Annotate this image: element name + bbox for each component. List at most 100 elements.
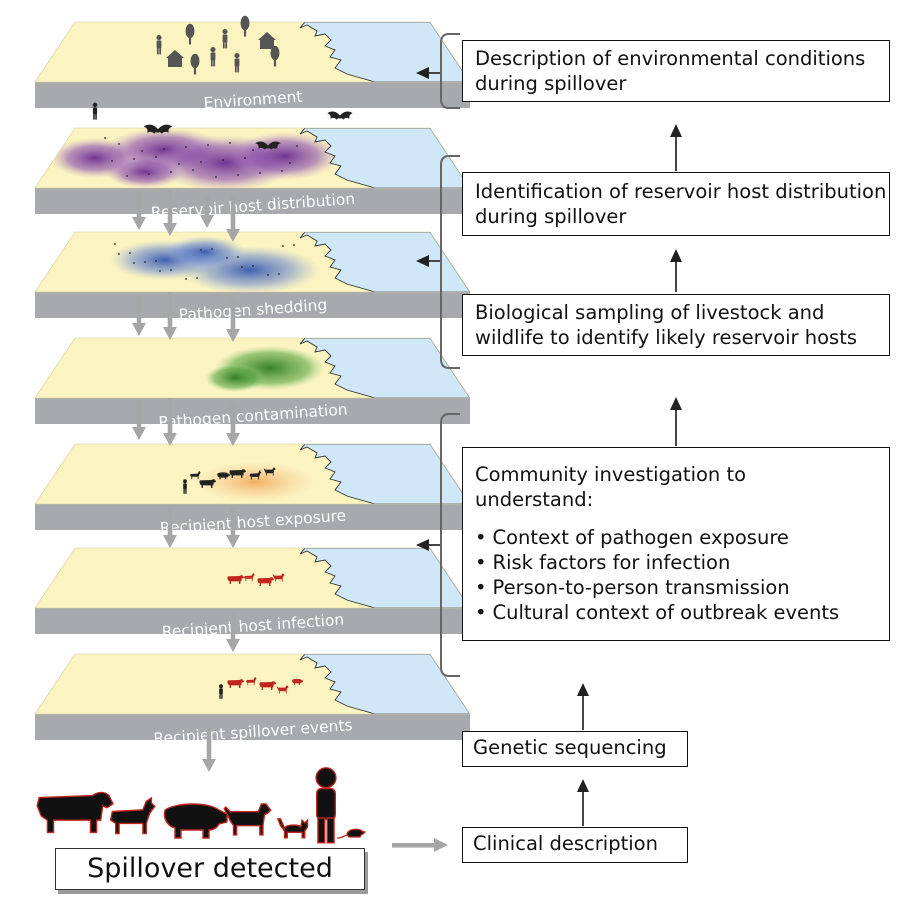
- down-arrow: [132, 400, 146, 440]
- sample-dot: [148, 173, 150, 175]
- cat-icon: [277, 818, 309, 839]
- sample-dot: [118, 253, 120, 255]
- slab-side: [35, 714, 470, 740]
- sample-dot: [226, 257, 228, 259]
- spillover-detected-label: Spillover detected: [87, 853, 333, 884]
- sample-dot: [229, 142, 231, 144]
- environment-description-text: Description of environmental conditions …: [475, 47, 866, 95]
- detected-animals: [36, 766, 366, 845]
- community-item: Risk factors for infection: [475, 550, 889, 575]
- density-blob: [195, 462, 315, 502]
- community-investigation-box: Community investigation to understand: C…: [462, 447, 890, 641]
- down-arrow: [163, 292, 177, 340]
- sample-dot: [104, 137, 106, 139]
- sample-dot: [237, 174, 239, 176]
- down-arrow: [163, 506, 177, 548]
- community-item: Person-to-person transmission: [475, 575, 889, 600]
- sample-dot: [289, 162, 291, 164]
- right-flow-arrows: [416, 33, 682, 826]
- sample-dot: [170, 269, 172, 271]
- biological-sampling-box: Biological sampling of livestock and wil…: [462, 294, 890, 356]
- down-arrow: [132, 192, 146, 230]
- layer-slab: Recipient spillover events: [34, 653, 471, 748]
- sample-dot: [241, 266, 243, 268]
- up-arrow: [670, 124, 682, 171]
- down-arrow: [163, 190, 177, 236]
- environment-description-box: Description of environmental conditions …: [462, 40, 890, 102]
- flow-arrows: [132, 190, 448, 852]
- sample-dot: [293, 244, 295, 246]
- slab-side: [35, 608, 470, 634]
- sample-dot: [155, 260, 157, 262]
- down-arrow: [226, 508, 240, 548]
- sample-dot: [259, 172, 261, 174]
- slab-side: [35, 82, 470, 108]
- genetic-sequencing-text: Genetic sequencing: [473, 736, 667, 759]
- left-arrow: [416, 67, 440, 79]
- up-arrow: [670, 249, 682, 292]
- left-arrow: [416, 539, 440, 551]
- community-investigation-title: Community investigation to understand:: [475, 463, 747, 511]
- sample-dot: [144, 261, 146, 263]
- reservoir-identification-text: Identification of reservoir host distrib…: [475, 180, 887, 228]
- spillover-detected-box: Spillover detected: [55, 848, 365, 890]
- down-arrow: [226, 298, 240, 342]
- sample-dot: [282, 245, 284, 247]
- sample-dot: [274, 147, 276, 149]
- sample-dot: [163, 148, 165, 150]
- clinical-description-box: Clinical description: [462, 827, 688, 863]
- sample-dot: [141, 150, 143, 152]
- slab-side: [35, 398, 470, 424]
- sample-dot: [252, 149, 254, 151]
- biological-sampling-text: Biological sampling of livestock and wil…: [475, 301, 858, 349]
- sample-dot: [178, 163, 180, 165]
- sample-dot: [244, 157, 246, 159]
- goat-icon: [109, 797, 156, 835]
- group-bracket: [440, 155, 460, 369]
- density-blob: [205, 364, 265, 392]
- sample-dot: [114, 243, 116, 245]
- sample-dot: [252, 265, 254, 267]
- rat-icon: [336, 828, 366, 839]
- sample-dot: [126, 175, 128, 177]
- sample-dot: [159, 270, 161, 272]
- sample-dot: [111, 160, 113, 162]
- sample-dot: [133, 262, 135, 264]
- community-item: Cultural context of outbreak events: [475, 600, 889, 625]
- down-arrow: [226, 402, 240, 446]
- sample-dot: [185, 278, 187, 280]
- down-arrow: [132, 296, 146, 336]
- sample-dot: [133, 158, 135, 160]
- sample-dot: [196, 277, 198, 279]
- person-icon: [314, 766, 338, 845]
- genetic-sequencing-box: Genetic sequencing: [462, 731, 688, 767]
- layer-slab: Reservoir host distribution: [34, 102, 471, 222]
- layer-slab: Recipient host exposure: [34, 443, 471, 537]
- pig-icon: [163, 803, 228, 839]
- layer-slab: Environment: [34, 15, 471, 112]
- density-blob: [50, 138, 140, 178]
- sample-dot: [155, 156, 157, 158]
- down-arrow: [226, 196, 240, 242]
- sample-dot: [129, 252, 131, 254]
- down-arrow: [200, 196, 214, 228]
- density-blob: [165, 236, 245, 268]
- community-item: Context of pathogen exposure: [475, 525, 889, 550]
- down-arrow: [202, 728, 216, 772]
- up-arrow: [670, 397, 682, 446]
- dog-icon: [223, 803, 272, 836]
- sample-dot: [192, 169, 194, 171]
- sample-dot: [185, 146, 187, 148]
- down-arrow: [163, 398, 177, 446]
- sample-dot: [237, 256, 239, 258]
- slab-side: [35, 188, 470, 214]
- up-arrow: [577, 683, 589, 730]
- sample-dot: [200, 161, 202, 163]
- community-investigation-list: Context of pathogen exposure Risk factor…: [475, 525, 889, 625]
- reservoir-identification-box: Identification of reservoir host distrib…: [462, 172, 890, 236]
- left-arrow: [416, 255, 440, 267]
- sample-dot: [200, 249, 202, 251]
